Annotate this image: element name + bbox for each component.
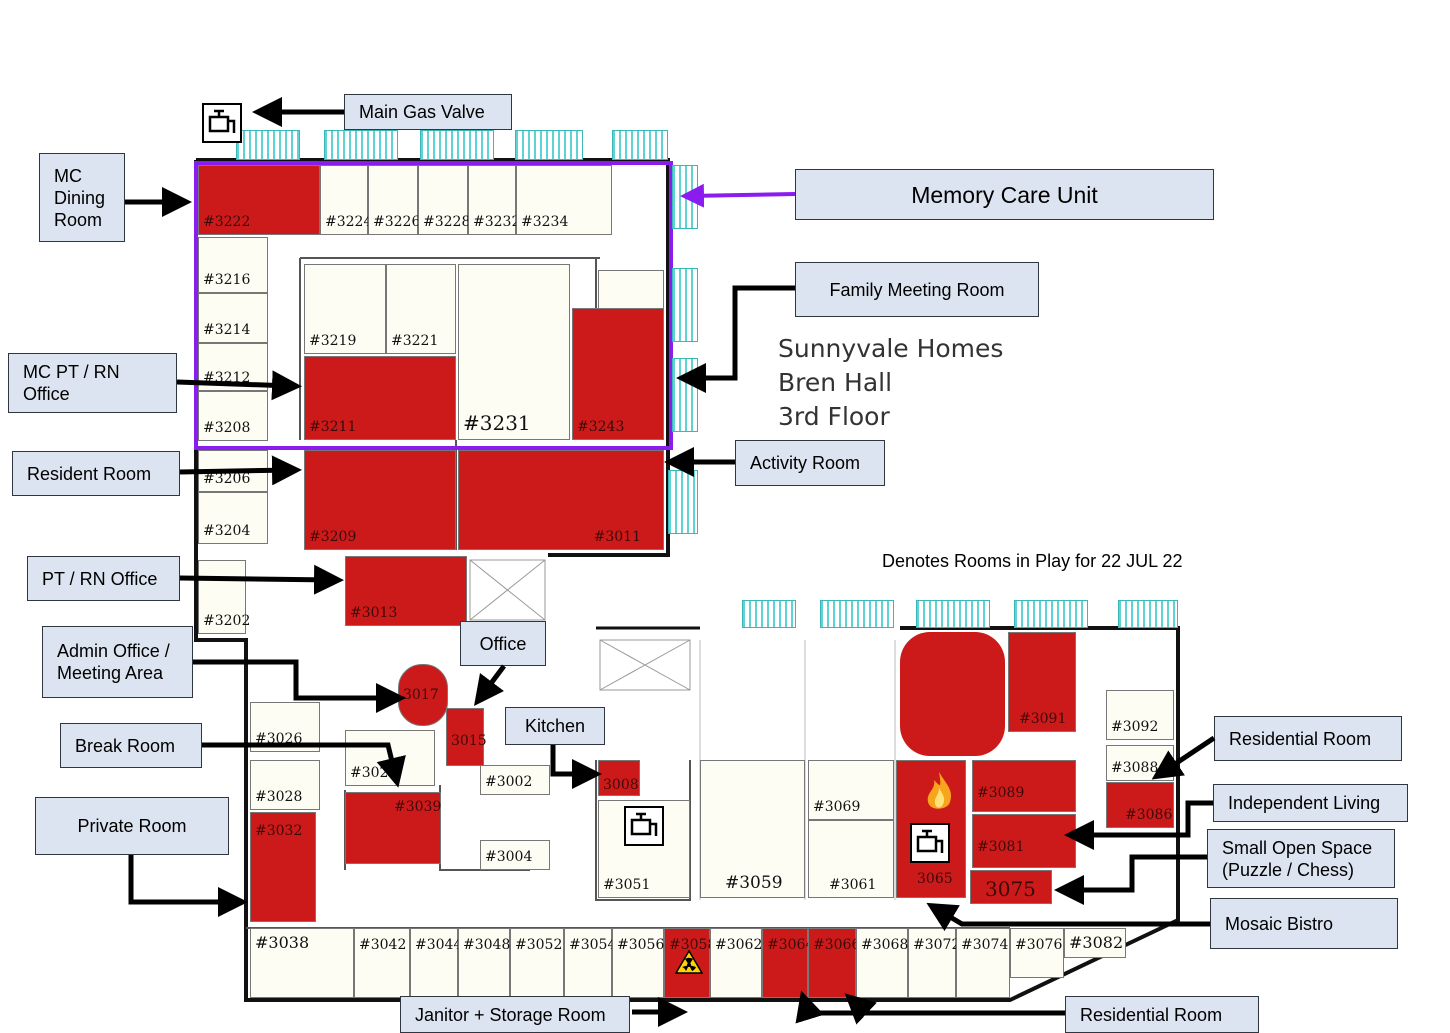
room-3066: #3066 — [808, 928, 860, 998]
room-3062: #3062 — [710, 928, 762, 998]
callout-residential-room-bottom: Residential Room — [1065, 996, 1259, 1033]
room-3064: #3064 — [762, 928, 814, 998]
room-3214: #3214 — [198, 293, 268, 343]
callout-office: Office — [460, 621, 546, 666]
gas-valve-icon — [624, 806, 664, 846]
callout-main-gas-valve: Main Gas Valve — [344, 94, 512, 130]
room-3221: #3221 — [386, 264, 456, 354]
room-3065: 3065 — [896, 760, 966, 898]
room-3038: #3038 — [250, 928, 354, 998]
callout-activity-room: Activity Room — [735, 440, 885, 486]
room-3008: 3008 — [598, 760, 640, 796]
room-3086: #3086 — [1106, 782, 1174, 828]
callout-private-room: Private Room — [35, 797, 229, 855]
callout-mc-pt-rn-office: MC PT / RN Office — [8, 353, 177, 413]
callout-independent-living: Independent Living — [1213, 784, 1408, 822]
balcony-south-1 — [742, 600, 796, 628]
balcony-top-3 — [420, 130, 494, 160]
balcony-top-5 — [612, 130, 668, 160]
room-3231: #3231 — [458, 264, 570, 440]
mosaic-bistro-area — [900, 632, 1005, 756]
radiation-icon — [675, 950, 703, 974]
callout-janitor-storage: Janitor + Storage Room — [400, 996, 630, 1033]
callout-memory-care-unit: Memory Care Unit — [795, 169, 1214, 220]
title-line-3: 3rd Floor — [778, 402, 890, 431]
room-3082: #3082 — [1064, 928, 1126, 958]
room-3224: #3224 — [320, 165, 372, 235]
legend-text: Denotes Rooms in Play for 22 JUL 22 — [882, 551, 1183, 571]
room-3072: #3072 — [908, 928, 960, 998]
room-3052: #3052 — [510, 928, 564, 998]
callout-resident-room: Resident Room — [12, 451, 180, 496]
callout-small-open-space: Small Open Space (Puzzle / Chess) — [1207, 829, 1395, 888]
balcony-south-3 — [916, 600, 990, 628]
room-3091: #3091 — [1008, 632, 1076, 732]
room-3004: #3004 — [480, 840, 550, 870]
balcony-right-2 — [672, 268, 698, 342]
callout-break-room: Break Room — [60, 723, 202, 768]
room-3042: #3042 — [354, 928, 410, 998]
room-3061: #3061 — [808, 820, 894, 898]
room-3017: 3017 — [398, 664, 448, 726]
room-3048: #3048 — [458, 928, 510, 998]
gas-valve-icon — [202, 103, 242, 143]
room-3089: #3089 — [972, 760, 1076, 812]
room-3076: #3076 — [1010, 928, 1064, 978]
room-3068: #3068 — [856, 928, 908, 998]
room-3092: #3092 — [1106, 690, 1174, 740]
title-line-2: Bren Hall — [778, 368, 893, 397]
room-3059: #3059 — [700, 760, 805, 898]
callout-mosaic-bistro: Mosaic Bistro — [1210, 898, 1398, 949]
balcony-south-5 — [1118, 600, 1178, 628]
callout-family-meeting-room: Family Meeting Room — [795, 262, 1039, 317]
fire-icon — [927, 772, 952, 809]
room-3209: #3209 — [304, 450, 456, 550]
callout-pt-rn-office: PT / RN Office — [27, 556, 180, 601]
balcony-top-4 — [515, 130, 583, 160]
room-3222: #3222 — [198, 165, 320, 235]
room-3075: 3075 — [970, 870, 1052, 904]
room-3204: #3204 — [198, 492, 268, 544]
gas-valve-icon — [910, 823, 950, 863]
room-3081: #3081 — [972, 814, 1076, 868]
callout-residential-room-right: Residential Room — [1214, 716, 1402, 761]
balcony-top-2 — [324, 130, 398, 160]
balcony-south-2 — [820, 600, 894, 628]
room-3219: #3219 — [304, 264, 386, 354]
callout-kitchen: Kitchen — [505, 707, 605, 745]
memory-care-boundary — [194, 161, 673, 450]
room-3015: 3015 — [446, 708, 487, 766]
room-3208: #3208 — [198, 391, 268, 441]
room-3211: #3211 — [304, 356, 456, 440]
callout-admin-office: Admin Office / Meeting Area — [42, 626, 193, 698]
room-3202: #3202 — [198, 560, 250, 634]
room-3216: #3216 — [198, 237, 268, 293]
balcony-top-1 — [236, 130, 300, 160]
room-3011: #3011 — [458, 450, 664, 550]
room-3069: #3069 — [808, 760, 894, 820]
room-3056: #3056 — [612, 928, 664, 998]
room-3013: #3013 — [345, 556, 467, 626]
balcony-south-4 — [1014, 600, 1088, 628]
title-line-1: Sunnyvale Homes — [778, 334, 1004, 363]
room-3002: #3002 — [480, 765, 550, 795]
room-3028: #3028 — [250, 760, 320, 810]
room-3032: #3032 — [250, 812, 316, 922]
room-3232: #3232 — [468, 165, 520, 235]
floor-title: Sunnyvale Homes Bren Hall 3rd Floor — [778, 332, 1003, 434]
room-3234: #3234 — [516, 165, 612, 235]
room-3243: #3243 — [572, 308, 664, 440]
room-3039: #3039 — [345, 792, 441, 864]
room-3226: #3226 — [368, 165, 420, 235]
room-3074: #3074 — [956, 928, 1010, 998]
room-3228: #3228 — [418, 165, 470, 235]
balcony-right-4 — [668, 470, 698, 534]
callout-mc-dining-room: MC Dining Room — [39, 153, 125, 242]
